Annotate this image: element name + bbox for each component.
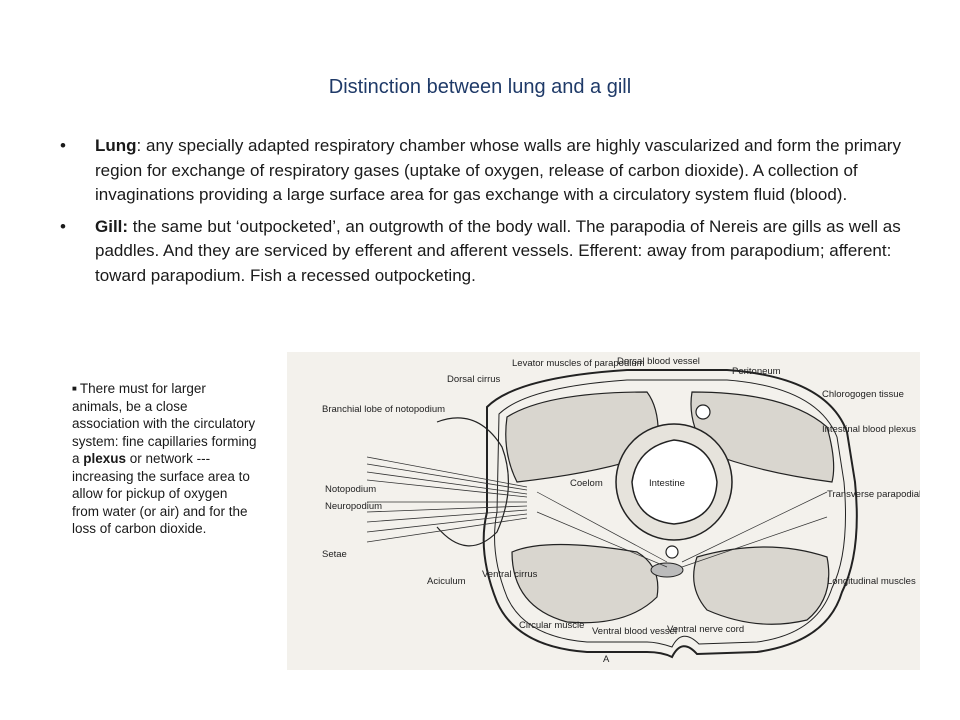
label-neuropodium: Neuropodium (325, 501, 382, 512)
label-ventral-blood-vessel: Ventral blood vessel (592, 626, 677, 637)
label-panel-letter: A (603, 654, 610, 665)
label-setae: Setae (322, 549, 347, 560)
bullet-term: Gill: (95, 216, 129, 236)
label-dorsal-blood-vessel: Dorsal blood vessel (617, 356, 700, 367)
nereis-diagram: Dorsal cirrus Levator muscles of parapod… (322, 356, 920, 665)
note-text-before: There must for larger animals, be a clos… (72, 381, 257, 466)
bullet-lung: • Lung: any specially adapted respiratory… (60, 134, 920, 208)
label-coelom: Coelom (570, 478, 603, 489)
label-branchial-lobe: Branchial lobe of notopodium (322, 404, 445, 415)
square-bullet-icon: ■ (72, 384, 77, 393)
bullet-text: the same but ‘outpocketed’, an outgrowth… (95, 216, 901, 285)
bullet-dot: • (60, 216, 66, 236)
bullet-list: • Lung: any specially adapted respiratory… (60, 134, 920, 295)
label-aciculum: Aciculum (427, 576, 466, 587)
note-bold: plexus (83, 451, 127, 466)
label-levator: Levator muscles of parapodium (512, 358, 645, 369)
label-chlorogogen: Chlorogogen tissue (822, 389, 904, 400)
label-ventral-cirrus: Ventral cirrus (482, 569, 538, 580)
label-peritoneum: Peritoneum (732, 366, 781, 377)
label-intestine: Intestine (649, 478, 685, 489)
bullet-term: Lung (95, 136, 137, 155)
label-transverse: Transverse parapodial muscles (827, 489, 920, 500)
label-dorsal-cirrus: Dorsal cirrus (447, 374, 501, 385)
label-circular-muscle: Circular muscle (519, 620, 584, 631)
bullet-text: : any specially adapted respiratory cham… (95, 136, 901, 204)
label-ventral-nerve-cord: Ventral nerve cord (667, 624, 744, 635)
bullet-dot: • (60, 136, 66, 155)
bullet-gill: • Gill: the same but ‘outpocketed’, an ou… (60, 215, 920, 289)
label-longitudinal: Longitudinal muscles (827, 576, 916, 587)
label-intestinal-plexus: Intestinal blood plexus (822, 424, 916, 435)
note-text-after: or network --- increasing the surface ar… (72, 451, 250, 536)
slide-title: Distinction between lung and a gill (328, 76, 632, 98)
side-note: ■There must for larger animals, be a clo… (72, 380, 258, 538)
label-notopodium: Notopodium (325, 484, 376, 495)
nereis-cross-section-figure: Dorsal cirrus Levator muscles of parapod… (287, 352, 920, 670)
